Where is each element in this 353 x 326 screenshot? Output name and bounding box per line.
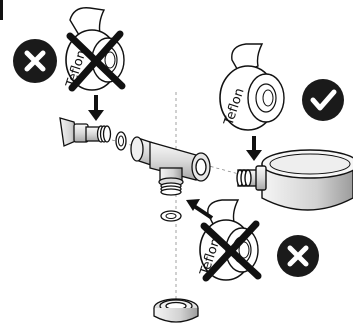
- prohibit-cross-top-left: [66, 30, 126, 92]
- wrong-badge-bottom-right: [277, 235, 319, 277]
- alignment-guides: [111, 92, 251, 302]
- water-container: [236, 149, 353, 211]
- teflon-tape-top-left: Teflon: [63, 7, 126, 92]
- corner-mark: [0, 0, 3, 20]
- correct-badge-top-right: [302, 79, 344, 121]
- x-mark-icon: [24, 50, 46, 72]
- bottom-nut: [153, 298, 199, 323]
- prohibit-cross-bottom: [200, 220, 262, 282]
- teflon-tape-top-right: Teflon: [219, 43, 285, 131]
- wrong-badge-top-left: [13, 39, 57, 83]
- washer-middle: [160, 210, 182, 222]
- tee-fitting: [130, 136, 211, 196]
- inlet-valve: [59, 117, 112, 147]
- x-mark-icon: [287, 245, 309, 267]
- check-mark-icon: [310, 89, 337, 111]
- arrow-diagonal-bottom: [186, 199, 214, 220]
- washer-left: [115, 131, 127, 151]
- arrow-down-right: [246, 136, 262, 161]
- teflon-tape-bottom: Teflon: [197, 199, 262, 282]
- arrow-down-left: [88, 95, 104, 121]
